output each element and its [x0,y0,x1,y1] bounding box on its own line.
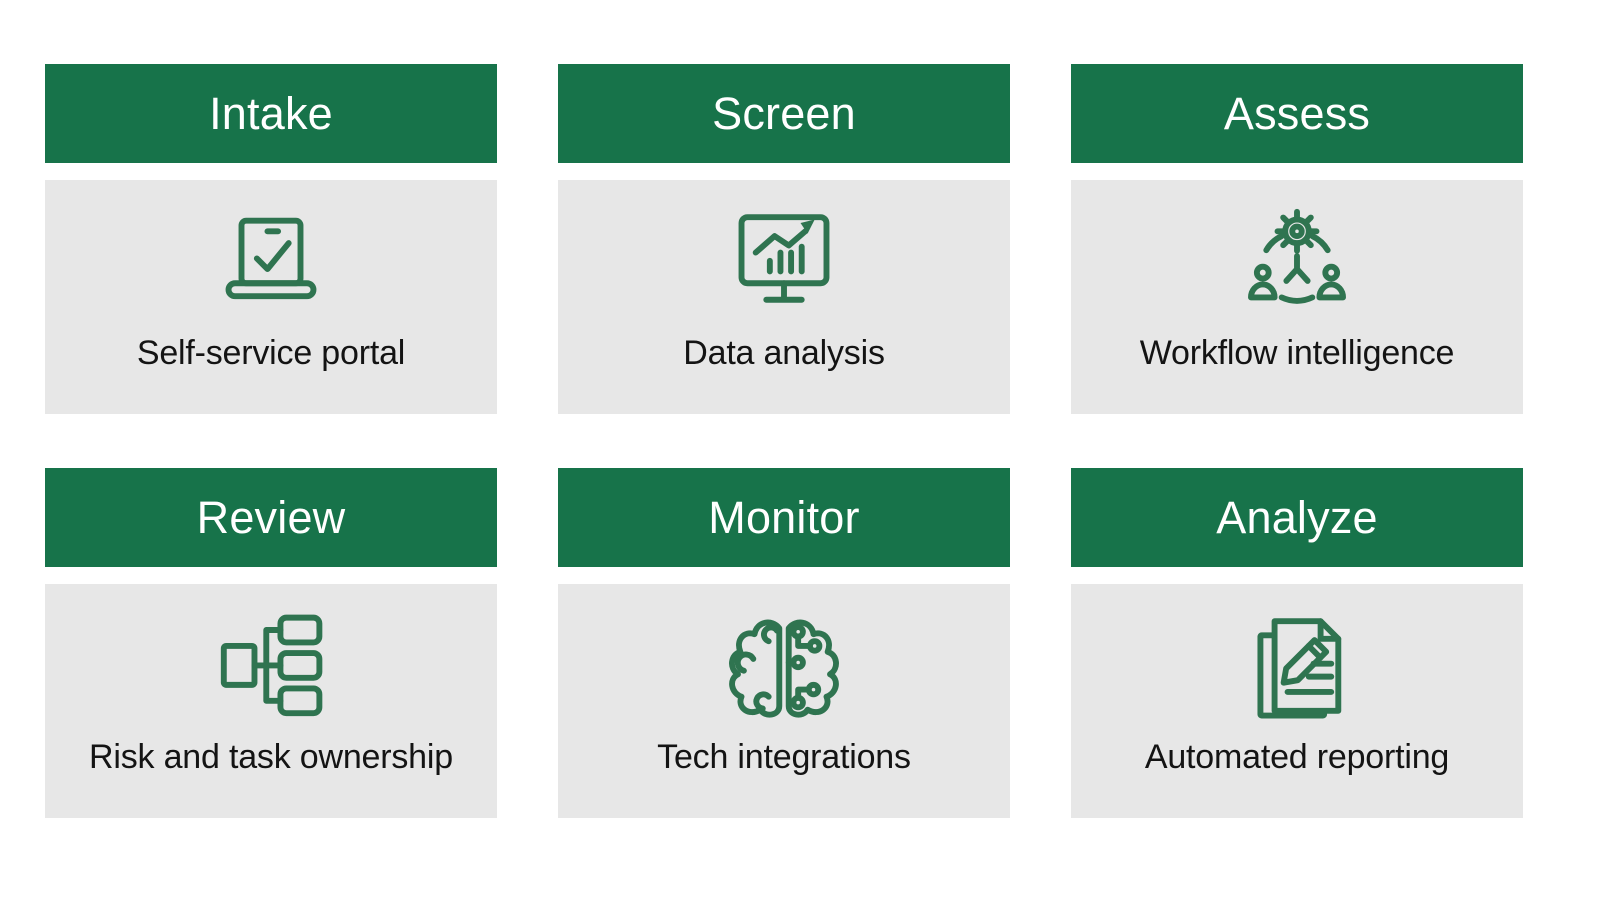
card-label: Data analysis [683,334,885,372]
icon-box [1238,606,1356,726]
card-body: Workflow intelligence [1071,180,1523,414]
card-label: Tech integrations [657,738,911,776]
card-body: Self-service portal [45,180,497,414]
card-review: Review Risk and task ownership [45,468,497,818]
card-title: Monitor [708,491,860,543]
card-monitor: Monitor T [558,468,1010,818]
card-title: Analyze [1216,491,1378,543]
card-body: Data analysis [558,180,1010,414]
process-cards-grid: Intake Self-service portal Screen [45,64,1523,818]
card-header: Assess [1071,64,1523,163]
card-title: Screen [712,87,856,139]
gear-people-network-icon [1248,208,1346,304]
card-screen: Screen Data analysis [558,64,1010,414]
card-body: Tech integrations [558,584,1010,818]
card-body: Automated reporting [1071,584,1523,818]
card-header: Analyze [1071,468,1523,567]
card-label: Workflow intelligence [1139,334,1455,372]
icon-box [1238,202,1356,322]
card-title: Assess [1223,87,1371,139]
document-pencil-icon [1257,618,1342,719]
card-title: Intake [209,87,333,139]
card-assess: Assess [1071,64,1523,414]
monitor-chart-icon [738,214,830,303]
card-label: Risk and task ownership [89,738,453,776]
card-title: Review [196,491,346,543]
card-label: Automated reporting [1144,738,1450,776]
card-header: Monitor [558,468,1010,567]
card-analyze: Analyze Automated reporti [1071,468,1523,818]
laptop-check-icon [225,217,317,300]
flowchart-icon [220,614,323,717]
card-intake: Intake Self-service portal [45,64,497,414]
ai-brain-icon [729,619,839,718]
card-label: Self-service portal [136,334,406,372]
icon-box [725,202,843,322]
card-header: Screen [558,64,1010,163]
icon-box [212,606,330,726]
card-body: Risk and task ownership [45,584,497,818]
icon-box [725,606,843,726]
card-header: Review [45,468,497,567]
card-header: Intake [45,64,497,163]
icon-box [212,202,330,322]
